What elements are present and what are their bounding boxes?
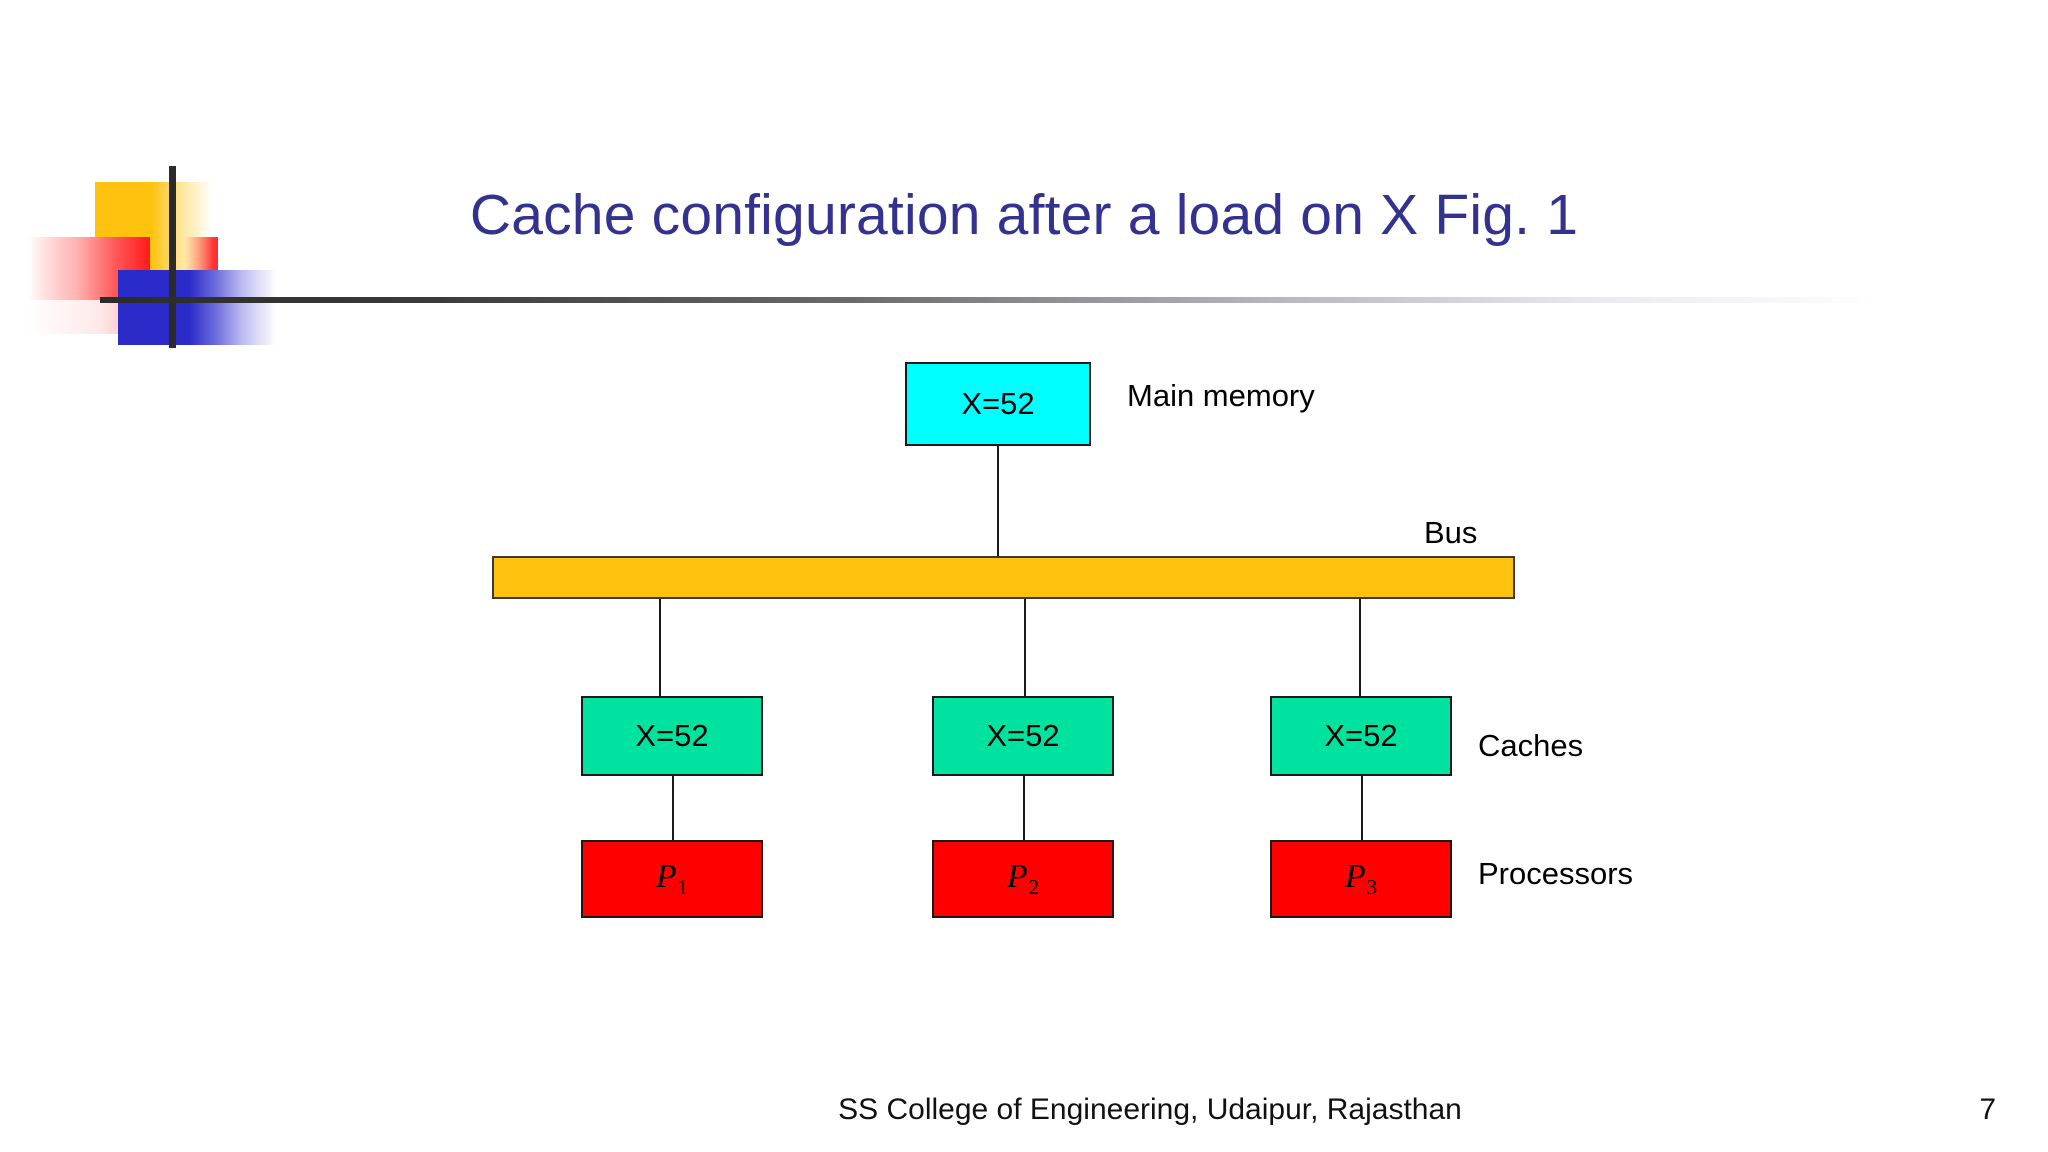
logo-vertical-rule (169, 166, 176, 348)
processor-index-3: 3 (1366, 874, 1378, 899)
processors-label: Processors (1478, 856, 1634, 891)
connector-cache-to-processor-1 (672, 776, 674, 840)
caches-label: Caches (1478, 728, 1584, 763)
processor-label-2: P2 (1007, 858, 1039, 899)
page-title: Cache configuration after a load on X Fi… (469, 183, 1579, 247)
connector-bus-to-cache-1 (659, 599, 661, 697)
main-memory-value: X=52 (961, 386, 1035, 421)
main-memory-node[interactable]: X=52 (905, 362, 1091, 446)
bus-label: Bus (1424, 515, 1478, 550)
cache-value-1: X=52 (635, 718, 709, 753)
main-memory-label: Main memory (1127, 378, 1315, 413)
processor-label-1: P1 (656, 858, 688, 899)
connector-memory-to-bus (997, 446, 999, 556)
connector-bus-to-cache-3 (1359, 599, 1361, 697)
processor-symbol-2: P (1006, 858, 1028, 896)
page-number: 7 (1979, 1093, 1996, 1126)
logo-blue-shape (118, 270, 276, 345)
cache-node-2[interactable]: X=52 (932, 696, 1114, 776)
title-horizontal-rule (100, 297, 1880, 303)
processor-node-2[interactable]: P2 (932, 840, 1114, 918)
cache-value-2: X=52 (986, 718, 1060, 753)
processor-node-1[interactable]: P1 (581, 840, 763, 918)
processor-label-3: P3 (1345, 858, 1377, 899)
connector-cache-to-processor-2 (1023, 776, 1025, 840)
cache-node-1[interactable]: X=52 (581, 696, 763, 776)
connector-cache-to-processor-3 (1361, 776, 1363, 840)
processor-symbol-1: P (655, 858, 677, 896)
connector-bus-to-cache-2 (1024, 599, 1026, 697)
cache-node-3[interactable]: X=52 (1270, 696, 1452, 776)
cache-value-3: X=52 (1324, 718, 1398, 753)
processor-index-1: 1 (677, 874, 689, 899)
bus-bar[interactable] (492, 556, 1515, 599)
processor-symbol-3: P (1344, 858, 1366, 896)
processor-index-2: 2 (1028, 874, 1040, 899)
processor-node-3[interactable]: P3 (1270, 840, 1452, 918)
footer-organization: SS College of Engineering, Udaipur, Raja… (838, 1093, 1462, 1126)
